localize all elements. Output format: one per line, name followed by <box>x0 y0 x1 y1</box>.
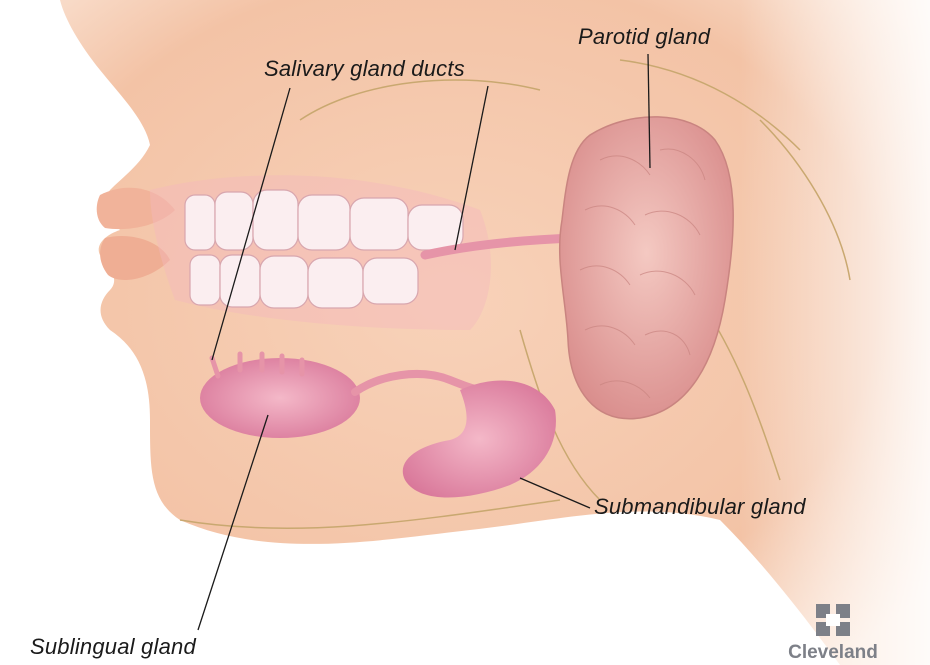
brand-name: Cleveland <box>778 642 888 664</box>
brand-logo: Cleveland <box>778 598 888 662</box>
background-fade <box>740 0 930 665</box>
cleveland-clinic-cross-logo-icon <box>778 598 888 642</box>
parotid-gland-label: Parotid gland <box>578 24 710 50</box>
salivary-ducts-label: Salivary gland ducts <box>264 56 465 82</box>
submandibular-gland-label: Submandibular gland <box>594 494 806 520</box>
sublingual-gland-label: Sublingual gland <box>30 634 196 660</box>
lower-teeth <box>190 255 418 308</box>
